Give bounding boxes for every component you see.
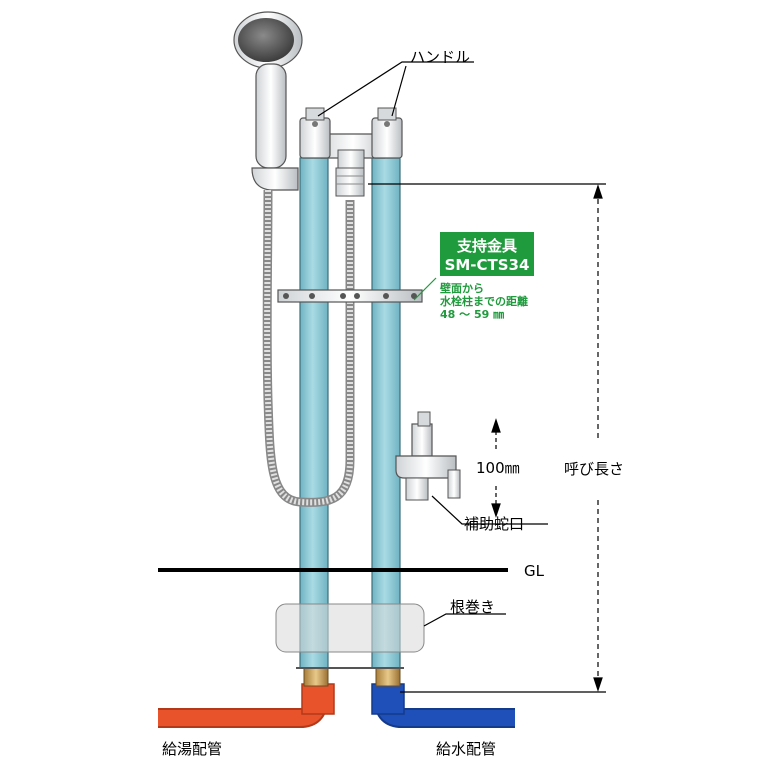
support-bracket [277,289,423,303]
root-wrap [275,603,425,653]
nominal-length-dimension [368,183,606,693]
support-badge-line2: SM-CTS34 [445,256,530,274]
support-badge-line1: 支持金具 [456,237,517,255]
wall-distance-line2: 水栓柱までの距離 [440,294,528,308]
nominal-length-label: 呼び長さ [564,460,624,478]
shower-head [233,11,303,69]
aux-faucet [395,411,461,501]
support-leader [413,277,437,301]
shower-handle [251,63,299,191]
handle-label: ハンドル [410,48,470,66]
root-wrap-leader [423,613,506,627]
handle-leader [317,61,474,117]
faucet-height-dimension [491,418,501,518]
wall-distance-line1: 壁面から [440,281,484,295]
ground-level-label: GL [524,562,545,580]
handle-leader-2 [391,65,407,117]
valve-body [299,107,403,197]
root-wrap-label: 根巻き [450,598,495,616]
aux-faucet-label: 補助蛇口 [464,515,524,533]
shower-hose [262,189,355,507]
support-badge: 支持金具 SM-CTS34 [440,232,534,276]
hot-supply-pipe [158,683,335,728]
cold-supply-pipe-label: 給水配管 [436,740,496,758]
hot-column [299,157,329,669]
wall-distance-line3: 48 ～ 59 ㎜ [440,308,504,321]
faucet-height-label: 100㎜ [476,459,520,477]
aux-faucet-leader [431,495,548,525]
cold-column [371,157,401,669]
cold-supply-pipe [371,683,515,728]
hot-supply-pipe-label: 給湯配管 [162,740,222,758]
